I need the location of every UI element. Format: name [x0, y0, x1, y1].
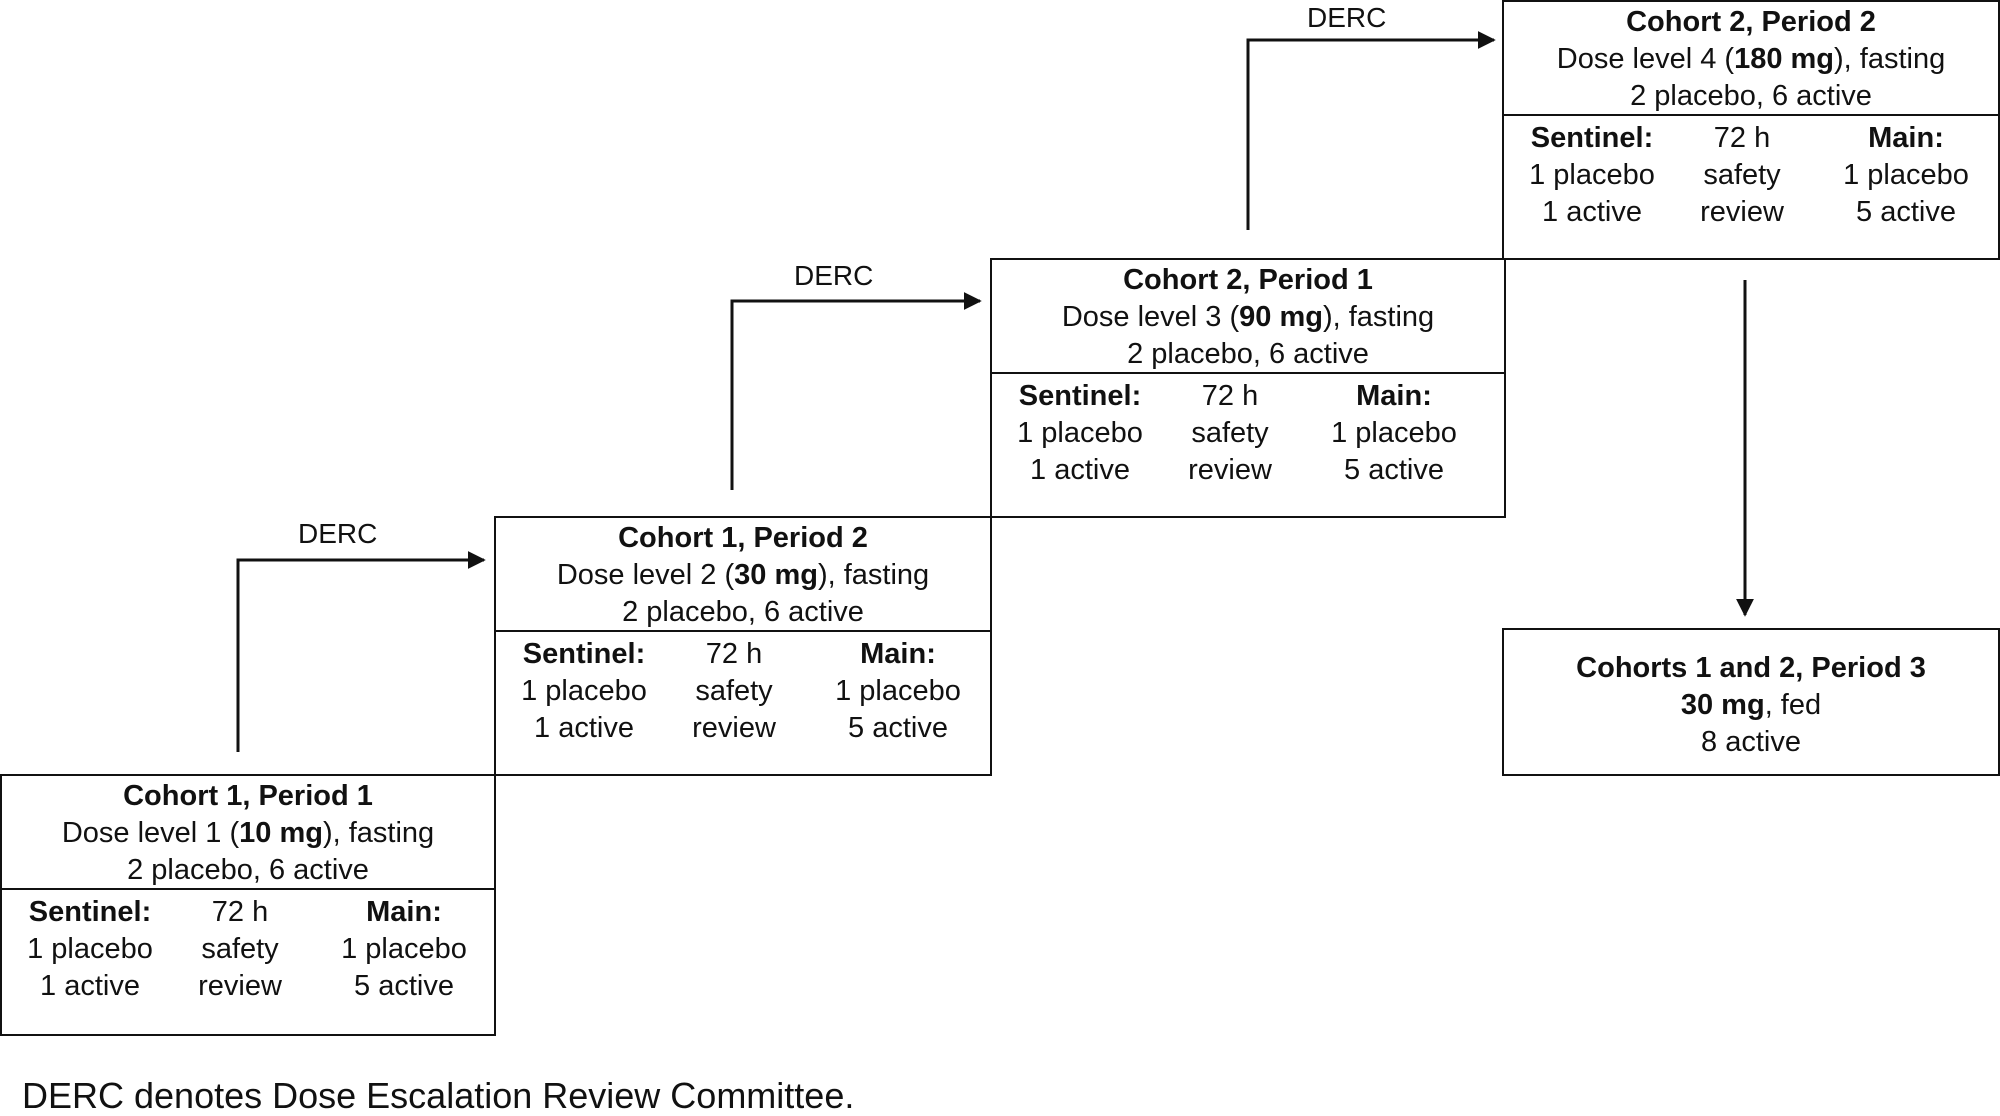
cohorts-1-2-period3-box: Cohorts 1 and 2, Period 3 30 mg, fed 8 a…	[1502, 628, 2000, 776]
cohort2-period1-box: Cohort 2, Period 1 Dose level 3 (90 mg),…	[990, 258, 1506, 518]
dose-line: Dose level 4 (180 mg), fasting	[1556, 43, 1946, 75]
box-title: Cohort 2, Period 2	[1626, 6, 1876, 38]
derc-arrow-1	[236, 551, 486, 752]
derc-label-1: DERC	[298, 518, 378, 549]
dose-line: Dose level 2 (30 mg), fasting	[556, 559, 930, 591]
safety-review: 72 h safety review	[1188, 380, 1272, 486]
main-group: Main: 1 placebo 5 active	[1331, 380, 1457, 486]
allocation: 2 placebo, 6 active	[127, 854, 369, 886]
footnote: DERC denotes Dose Escalation Review Comm…	[22, 1075, 855, 1116]
cohort2-period2-box: Cohort 2, Period 2 Dose level 4 (180 mg)…	[1502, 0, 2000, 260]
allocation: 2 placebo, 6 active	[622, 596, 864, 628]
safety-review: 72 h safety review	[692, 638, 776, 744]
derc-label-2: DERC	[794, 260, 874, 291]
allocation: 2 placebo, 6 active	[1127, 338, 1369, 370]
derc-arrow-3	[1246, 31, 1496, 230]
dose-line: Dose level 3 (90 mg), fasting	[1061, 301, 1435, 333]
safety-review: 72 h safety review	[198, 896, 282, 1002]
box-title: Cohort 1, Period 1	[123, 780, 373, 812]
box-title: Cohorts 1 and 2, Period 3	[1576, 652, 1926, 684]
main-group: Main: 1 placebo 5 active	[1843, 122, 1969, 228]
sentinel-group: Sentinel: 1 placebo 1 active	[1017, 380, 1143, 486]
allocation: 2 placebo, 6 active	[1630, 80, 1872, 112]
derc-label-3: DERC	[1307, 2, 1387, 33]
sentinel-group: Sentinel: 1 placebo 1 active	[1529, 122, 1655, 228]
cohort1-period1-box: Cohort 1, Period 1 Dose level 1 (10 mg),…	[0, 774, 496, 1036]
allocation: 8 active	[1701, 726, 1801, 758]
derc-arrow-2	[730, 292, 982, 490]
safety-review: 72 h safety review	[1700, 122, 1784, 228]
main-group: Main: 1 placebo 5 active	[341, 896, 467, 1002]
dose-line: 30 mg, fed	[1680, 689, 1822, 721]
main-group: Main: 1 placebo 5 active	[835, 638, 961, 744]
sentinel-group: Sentinel: 1 placebo 1 active	[521, 638, 647, 744]
sentinel-group: Sentinel: 1 placebo 1 active	[27, 896, 153, 1002]
cohort1-period2-box: Cohort 1, Period 2 Dose level 2 (30 mg),…	[494, 516, 992, 776]
box-title: Cohort 2, Period 1	[1123, 264, 1373, 296]
dose-line: Dose level 1 (10 mg), fasting	[61, 817, 435, 849]
box-title: Cohort 1, Period 2	[618, 522, 868, 554]
